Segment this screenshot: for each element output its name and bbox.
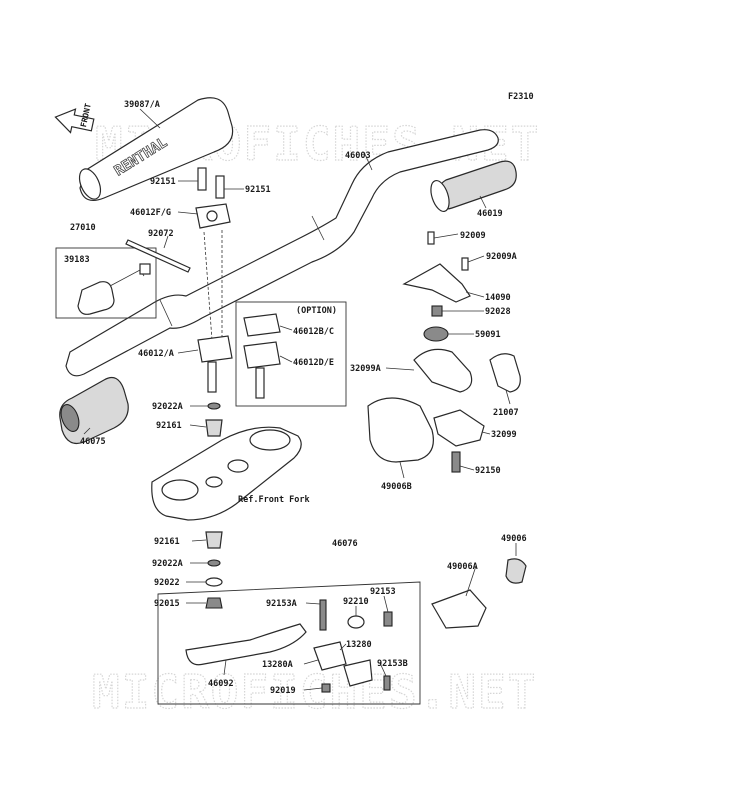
bar-pad-drawing: RENTHAL xyxy=(78,97,234,201)
label-46012bc: 46012B/C xyxy=(293,327,334,337)
label-21007: 21007 xyxy=(493,408,519,418)
leader-lines xyxy=(83,108,517,691)
label-92009: 92009 xyxy=(460,231,486,241)
label-46012a: 46012/A xyxy=(138,349,174,359)
label-92150: 92150 xyxy=(475,466,501,476)
lower-clamp-drawing xyxy=(197,335,233,393)
label-46019: 46019 xyxy=(477,209,503,219)
triple-clamp-drawing xyxy=(151,426,302,521)
watermark-bottom: MICROFICHES.NET xyxy=(92,665,537,719)
label-92151-right: 92151 xyxy=(245,185,271,195)
cable-tie-drawing xyxy=(125,239,191,273)
label-46092: 46092 xyxy=(208,679,234,689)
front-arrow-icon: FRONT xyxy=(54,102,95,134)
damper-washers-drawing xyxy=(205,402,223,609)
lever-assembly-drawing xyxy=(185,599,393,693)
ref-front-fork-label: Ref.Front Fork xyxy=(238,495,310,505)
label-13280: 13280 xyxy=(346,640,372,650)
handlebar-drawing xyxy=(65,129,499,377)
label-59091: 59091 xyxy=(475,330,501,340)
label-92153: 92153 xyxy=(370,587,396,597)
label-49006a: 49006A xyxy=(447,562,478,572)
option-label: (OPTION) xyxy=(296,306,337,316)
label-32099a: 32099A xyxy=(350,364,381,374)
label-39183: 39183 xyxy=(64,255,90,265)
label-92019: 92019 xyxy=(270,686,296,696)
part-labels: 39087/A 46003 92151 92151 46012F/G 27010… xyxy=(64,100,527,696)
label-32099: 32099 xyxy=(491,430,517,440)
label-92009a: 92009A xyxy=(486,252,517,262)
lever-box-frame xyxy=(157,581,421,705)
label-46075: 46075 xyxy=(80,437,106,447)
right-grip-drawing xyxy=(430,160,517,213)
throttle-assembly-drawing xyxy=(367,231,521,473)
label-92028: 92028 xyxy=(485,307,511,317)
label-92153a: 92153A xyxy=(266,599,297,609)
option-box-frame xyxy=(235,301,347,407)
label-39087a: 39087/A xyxy=(124,100,160,110)
label-92161-upper: 92161 xyxy=(156,421,182,431)
label-92022a-lower: 92022A xyxy=(152,559,183,569)
label-92022a-upper: 92022A xyxy=(152,402,183,412)
label-49006: 49006 xyxy=(501,534,527,544)
switch-box-frame xyxy=(55,247,157,319)
right-lever-guard-drawing xyxy=(431,558,527,629)
upper-clamp-drawing xyxy=(195,167,231,341)
label-92022: 92022 xyxy=(154,578,180,588)
label-49006b: 49006B xyxy=(381,482,412,492)
label-14090: 14090 xyxy=(485,293,511,303)
label-27010: 27010 xyxy=(70,223,96,233)
label-92151-left: 92151 xyxy=(150,177,176,187)
label-46076: 46076 xyxy=(332,539,358,549)
left-grip-drawing xyxy=(59,377,129,445)
label-46003: 46003 xyxy=(345,151,371,161)
label-92072: 92072 xyxy=(148,229,174,239)
figure-code: F2310 xyxy=(508,92,534,102)
switch-drawing xyxy=(77,263,151,315)
label-92153b: 92153B xyxy=(377,659,408,669)
label-13280a: 13280A xyxy=(262,660,293,670)
label-92015: 92015 xyxy=(154,599,180,609)
label-46012de: 46012D/E xyxy=(293,358,334,368)
label-92210: 92210 xyxy=(343,597,369,607)
option-clamps-drawing xyxy=(243,313,281,399)
label-46012fg: 46012F/G xyxy=(130,208,171,218)
label-92161-lower: 92161 xyxy=(154,537,180,547)
